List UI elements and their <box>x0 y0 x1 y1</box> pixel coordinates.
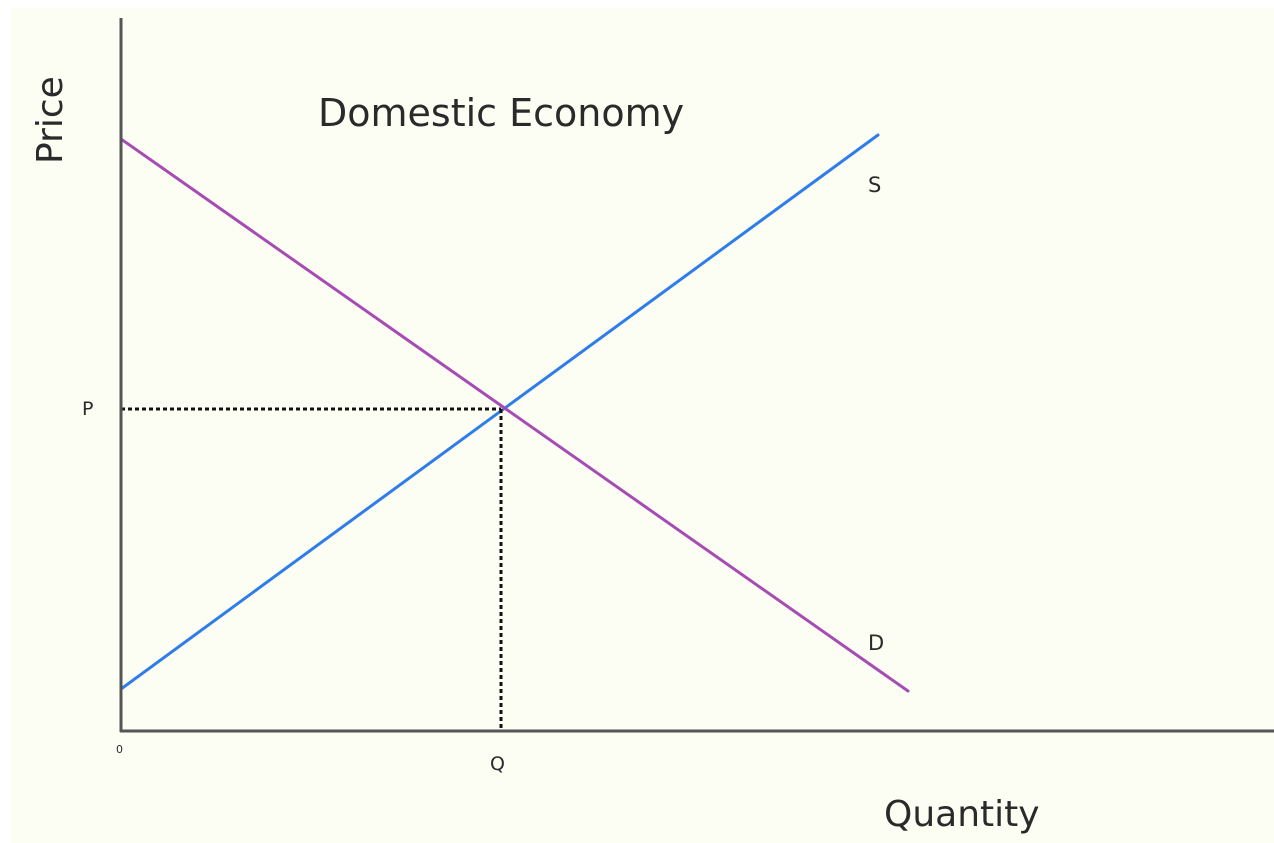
y-axis-title: Price <box>30 76 71 164</box>
labels-layer: Domestic Economy Price Quantity 0 P Q S D <box>30 76 1040 835</box>
origin-label: 0 <box>116 743 123 756</box>
chart-title: Domestic Economy <box>318 91 684 135</box>
demand-curve-label: D <box>868 631 884 655</box>
demand-curve <box>119 137 910 693</box>
equilibrium-guides <box>121 407 503 731</box>
axes-layer <box>119 18 1274 733</box>
equilibrium-quantity-label: Q <box>490 753 505 775</box>
chart-canvas <box>10 8 1274 843</box>
equilibrium-price-label: P <box>82 398 93 420</box>
curves-layer <box>119 133 910 693</box>
x-axis-title: Quantity <box>884 794 1040 835</box>
supply-curve-label: S <box>868 173 881 197</box>
